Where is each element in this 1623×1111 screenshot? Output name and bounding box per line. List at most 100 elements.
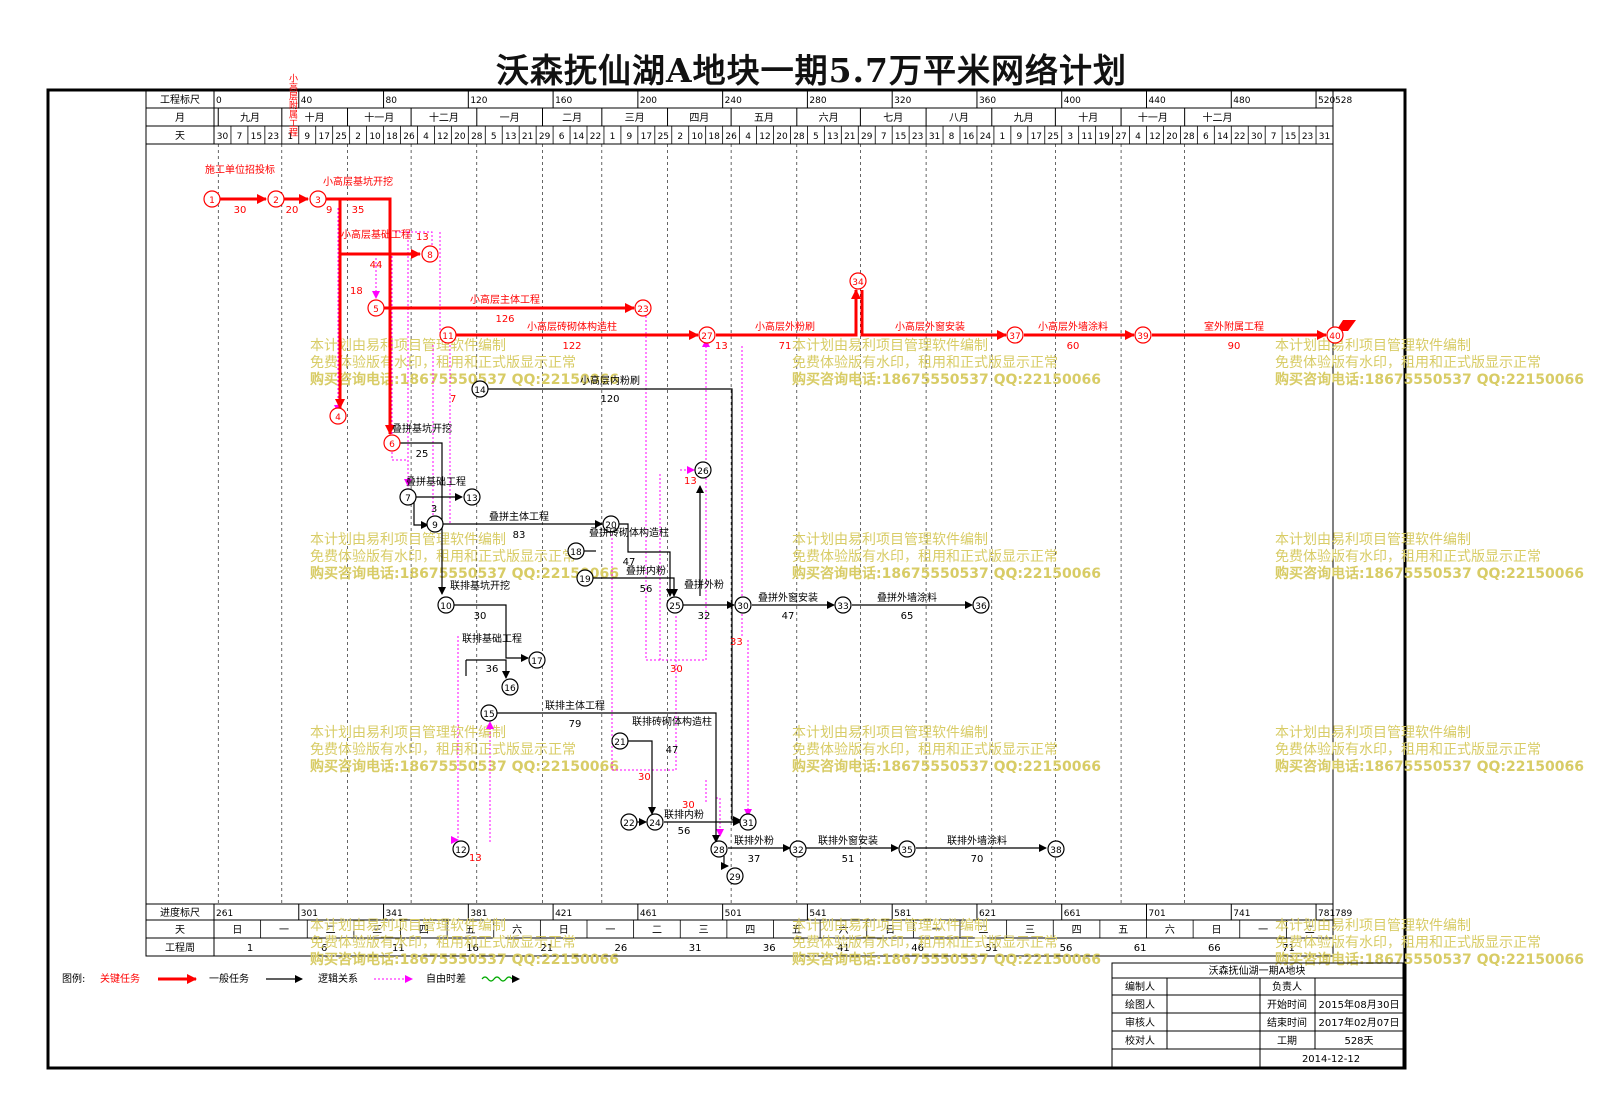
info-table: 沃森抚仙湖一期A地块 编制人 负责人 绘图人 开始时间 2015年08月30日 … xyxy=(1111,962,1404,1068)
event-node xyxy=(602,515,620,533)
progress-tick-label: 461 xyxy=(640,909,657,919)
week-label: 1 xyxy=(247,943,253,954)
float-label: 18 xyxy=(350,286,363,297)
day-label: 11 xyxy=(1081,132,1092,142)
event-node xyxy=(1134,326,1152,344)
event-node-number: 36 xyxy=(975,602,987,612)
progress-tick-label: 301 xyxy=(301,909,318,919)
legend-float-wave xyxy=(481,976,513,982)
day-label: 14 xyxy=(573,132,585,142)
watermark-line: 本计划由易利项目管理软件编制 xyxy=(792,338,988,354)
watermark-line: 购买咨询电话:18675550537 QQ:22150066 xyxy=(792,951,1101,968)
info-key: 负责人 xyxy=(1272,980,1302,993)
week-label: 31 xyxy=(689,943,702,954)
progress-tick-label: 341 xyxy=(386,909,403,919)
task-duration: 47 xyxy=(623,557,636,568)
day-label: 17 xyxy=(318,132,329,142)
task-duration: 30 xyxy=(474,611,487,622)
weekday-label: 三 xyxy=(699,925,709,936)
day-label: 18 xyxy=(708,132,720,142)
day-label: 23 xyxy=(912,132,923,142)
weekday-label: 四 xyxy=(745,925,755,936)
day-label: 14 xyxy=(1217,132,1229,142)
scale-tick-label: 120 xyxy=(470,96,487,106)
week-label: 16 xyxy=(466,943,479,954)
task-label: 小高层基坑开挖 xyxy=(323,175,393,188)
task-duration: 71 xyxy=(779,341,792,352)
event-node-number: 8 xyxy=(427,251,433,261)
legend-critical-label: 关键任务 xyxy=(100,972,140,985)
month-label: 九月 xyxy=(240,112,260,124)
event-node xyxy=(309,190,327,208)
month-label: 十一月 xyxy=(1138,111,1168,124)
event-node-number: 35 xyxy=(901,846,912,856)
weekday-label: 二 xyxy=(978,925,988,936)
day-label: 18 xyxy=(386,132,398,142)
legend-logic-label: 逻辑关系 xyxy=(318,972,358,985)
row-label-week: 工程周 xyxy=(165,942,195,954)
float-label: 33 xyxy=(730,637,743,648)
float-label: 30 xyxy=(638,772,651,783)
event-node-number: 3 xyxy=(315,196,321,206)
watermark-line: 本计划由易利项目管理软件编制 xyxy=(1275,918,1471,934)
day-label: 29 xyxy=(539,132,551,142)
month-label: 九月 xyxy=(1014,112,1034,124)
info-key: 审核人 xyxy=(1125,1016,1155,1029)
event-node-number: 38 xyxy=(1050,846,1062,856)
row-label-day: 天 xyxy=(175,131,185,142)
weekday-label: 日 xyxy=(885,925,895,936)
progress-tick-label: 781 xyxy=(1318,909,1335,919)
event-node-number: 23 xyxy=(637,305,648,315)
watermark-line: 本计划由易利项目管理软件编制 xyxy=(310,918,506,934)
info-key: 编制人 xyxy=(1125,980,1155,993)
task-label: 叠拼外墙涂料 xyxy=(877,591,937,604)
event-node-number: 34 xyxy=(852,278,864,288)
task-label: 联排内粉 xyxy=(664,808,704,821)
day-label: 6 xyxy=(559,132,565,142)
task-duration: 30 xyxy=(234,205,247,216)
event-node-number: 22 xyxy=(623,819,634,829)
week-label: 66 xyxy=(1208,943,1221,954)
scale-tick-label: 520 xyxy=(1318,96,1335,106)
event-node xyxy=(726,867,744,885)
task-duration: 70 xyxy=(971,854,984,865)
day-label: 23 xyxy=(268,132,279,142)
day-label: 27 xyxy=(1115,132,1126,142)
watermark-line: 免费体验版有水印，租用和正式版显示正常 xyxy=(310,355,576,371)
event-node xyxy=(620,813,638,831)
watermark-line: 购买咨询电话:18675550537 QQ:22150066 xyxy=(1275,758,1584,775)
task-duration: 83 xyxy=(513,530,526,541)
day-label: 4 xyxy=(745,132,751,142)
task-label: 叠拼外窗安装 xyxy=(758,591,818,604)
watermark-line: 免费体验版有水印，租用和正式版显示正常 xyxy=(792,935,1058,951)
month-label: 十月 xyxy=(1078,111,1098,124)
event-node xyxy=(849,272,867,290)
weekday-label: 三 xyxy=(372,925,382,936)
event-node-number: 16 xyxy=(504,684,516,694)
event-node-number: 39 xyxy=(1137,332,1149,342)
event-node-number: 24 xyxy=(649,819,661,829)
event-node xyxy=(834,596,852,614)
event-node xyxy=(421,245,439,263)
legend: 图例: 关键任务 一般任务 逻辑关系 自由时差 xyxy=(62,972,520,985)
end-flag-icon xyxy=(1336,320,1356,331)
month-label: 三月 xyxy=(625,112,645,124)
scale-tick-label: 440 xyxy=(1149,96,1166,106)
weekday-label: 三 xyxy=(1025,925,1035,936)
info-date: 2014-12-12 xyxy=(1302,1054,1360,1065)
day-label: 26 xyxy=(725,132,737,142)
event-node-number: 19 xyxy=(579,575,591,585)
progress-tick-label: 741 xyxy=(1233,909,1250,919)
event-node xyxy=(203,190,221,208)
watermark-line: 本计划由易利项目管理软件编制 xyxy=(792,918,988,934)
task-label: 小高层外墙涂料 xyxy=(1038,320,1108,333)
task-label: 小高层砖砌体构造柱 xyxy=(527,320,617,333)
week-label: 41 xyxy=(837,943,850,954)
day-label: 22 xyxy=(1234,132,1245,142)
week-label: 11 xyxy=(392,943,405,954)
watermark-line: 免费体验版有水印，租用和正式版显示正常 xyxy=(1275,935,1541,951)
day-label: 25 xyxy=(1048,132,1059,142)
watermark-line: 免费体验版有水印，租用和正式版显示正常 xyxy=(792,355,1058,371)
critical-links xyxy=(220,194,1327,435)
